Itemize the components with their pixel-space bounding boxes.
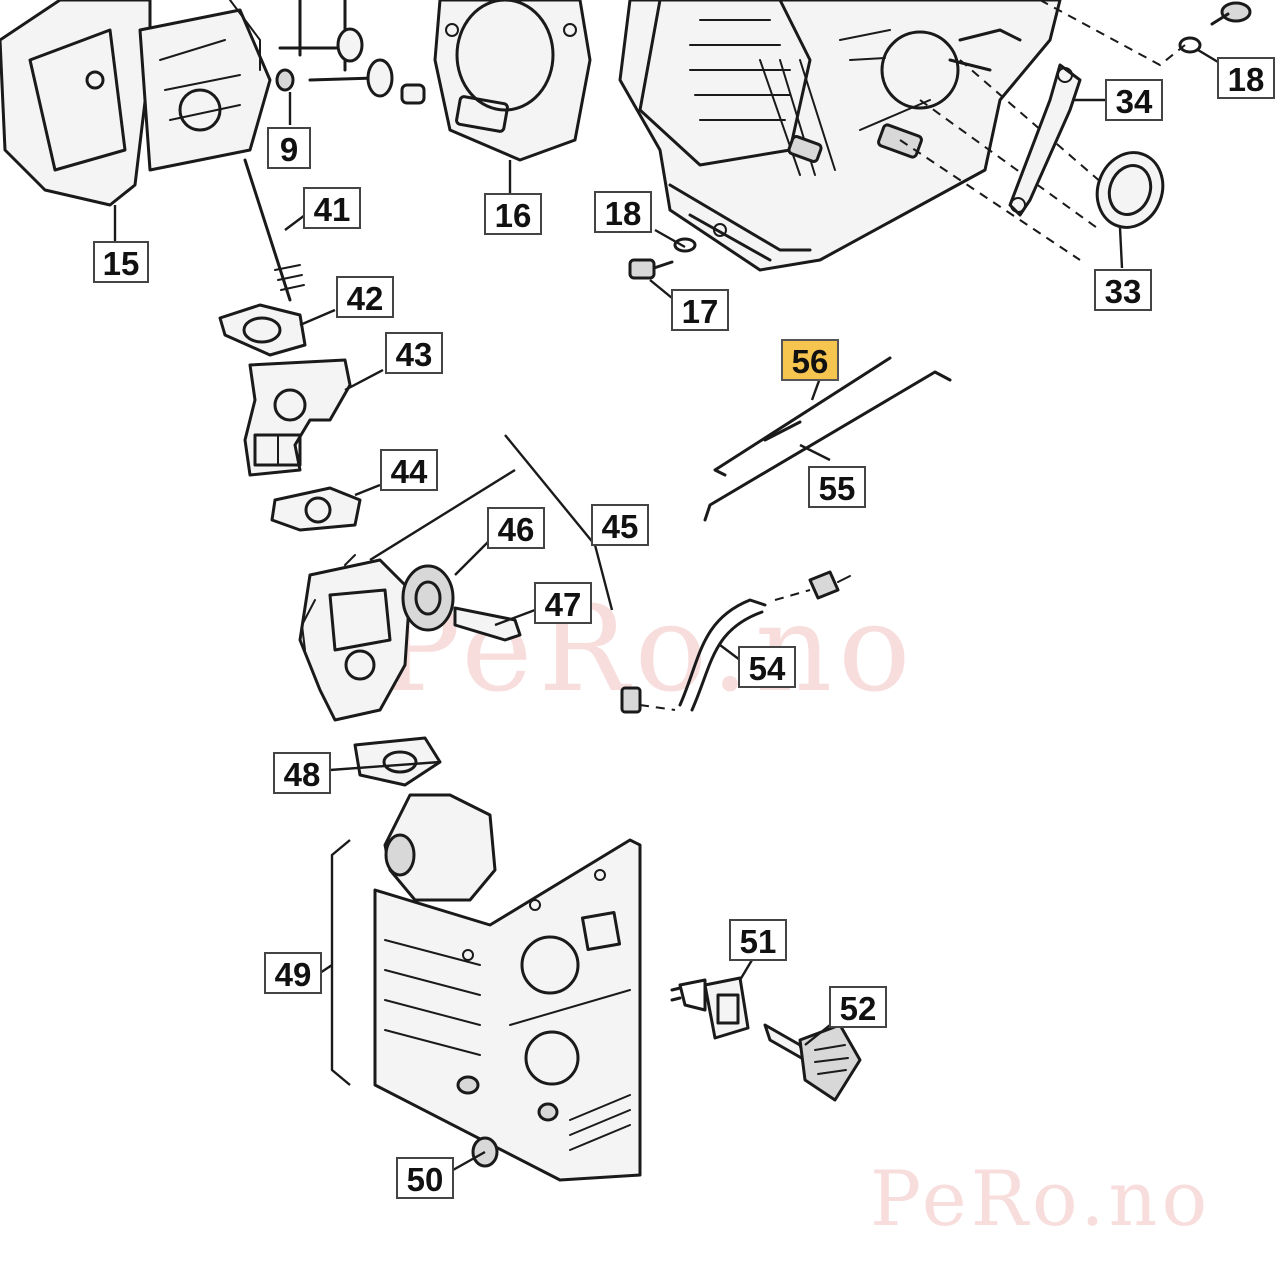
callout-55-text: 55 <box>819 470 856 507</box>
callout-50-text: 50 <box>407 1161 444 1198</box>
oil-seal-part <box>1095 151 1165 229</box>
callout-56-highlighted[interactable]: 56 <box>781 339 839 381</box>
callout-17[interactable]: 17 <box>671 289 729 331</box>
callout-42[interactable]: 42 <box>336 276 394 318</box>
callout-52-text: 52 <box>840 990 877 1027</box>
throttle-link-rods-part <box>703 356 952 522</box>
callout-45-text: 45 <box>602 508 639 545</box>
callout-9[interactable]: 9 <box>267 127 311 169</box>
engine-block-part <box>618 0 1062 272</box>
callout-33-text: 33 <box>1105 273 1142 310</box>
lever-part <box>1008 63 1082 217</box>
callout-44-text: 44 <box>391 453 428 490</box>
air-cleaner-gasket-part <box>353 736 442 787</box>
cylinder-head-part <box>0 0 272 207</box>
callout-54[interactable]: 54 <box>738 646 796 688</box>
insulator-part <box>243 358 352 477</box>
callout-52[interactable]: 52 <box>829 986 887 1028</box>
callout-51[interactable]: 51 <box>729 919 787 961</box>
callout-48[interactable]: 48 <box>273 752 331 794</box>
callout-45[interactable]: 45 <box>591 504 649 546</box>
callout-34[interactable]: 34 <box>1105 79 1163 121</box>
watermark-corner: PeRo.no <box>870 1154 1211 1243</box>
intake-gasket-part <box>218 303 307 357</box>
callout-41[interactable]: 41 <box>303 187 361 229</box>
callout-16[interactable]: 16 <box>484 193 542 235</box>
return-spring-part <box>763 420 802 442</box>
callout-56-text: 56 <box>792 343 829 380</box>
head-gasket-part <box>433 0 592 162</box>
callout-18-block[interactable]: 18 <box>594 191 652 233</box>
watermark-center: PeRo.no <box>380 580 917 719</box>
carburetor-part <box>298 554 522 722</box>
alignment-line-seal <box>899 59 1111 261</box>
callout-15[interactable]: 15 <box>93 241 149 283</box>
callout-50[interactable]: 50 <box>396 1157 454 1199</box>
stud-part <box>243 158 305 302</box>
callout-15-text: 15 <box>103 245 140 282</box>
callout-49[interactable]: 49 <box>264 952 322 994</box>
callout-33[interactable]: 33 <box>1094 269 1152 311</box>
callout-55[interactable]: 55 <box>808 466 866 508</box>
callout-46-text: 46 <box>498 511 535 548</box>
callout-17-text: 17 <box>682 293 719 330</box>
alignment-line-top <box>1039 0 1186 67</box>
callout-18-top[interactable]: 18 <box>1217 57 1275 99</box>
carb-gasket-part <box>270 486 362 532</box>
key-part <box>763 1023 862 1102</box>
callout-9-text: 9 <box>280 131 298 168</box>
callout-18-top-text: 18 <box>1228 61 1265 98</box>
callout-43[interactable]: 43 <box>385 332 443 374</box>
callout-46[interactable]: 46 <box>487 507 545 549</box>
callout-18-block-text: 18 <box>605 195 642 232</box>
ignition-switch-part <box>670 976 750 1040</box>
callout-54-text: 54 <box>749 650 786 687</box>
callout-49-text: 49 <box>275 956 312 993</box>
callout-47[interactable]: 47 <box>534 582 592 624</box>
callout-48-text: 48 <box>284 756 321 793</box>
callout-16-text: 16 <box>495 197 532 234</box>
air-cleaner-bracket <box>319 839 351 1086</box>
callout-42-text: 42 <box>347 280 384 317</box>
air-cleaner-part <box>373 793 642 1182</box>
callout-44[interactable]: 44 <box>380 449 438 491</box>
fuel-hose-part <box>620 570 851 714</box>
bolt-washer-part-block <box>628 237 697 280</box>
callout-51-text: 51 <box>740 923 777 960</box>
leader-lines <box>113 48 1219 1172</box>
bolt-washer-part-top <box>1178 1 1252 54</box>
callout-47-text: 47 <box>545 586 582 623</box>
callout-34-text: 34 <box>1116 83 1153 120</box>
callout-43-text: 43 <box>396 336 433 373</box>
callout-41-text: 41 <box>314 191 351 228</box>
valve-parts <box>275 0 426 105</box>
